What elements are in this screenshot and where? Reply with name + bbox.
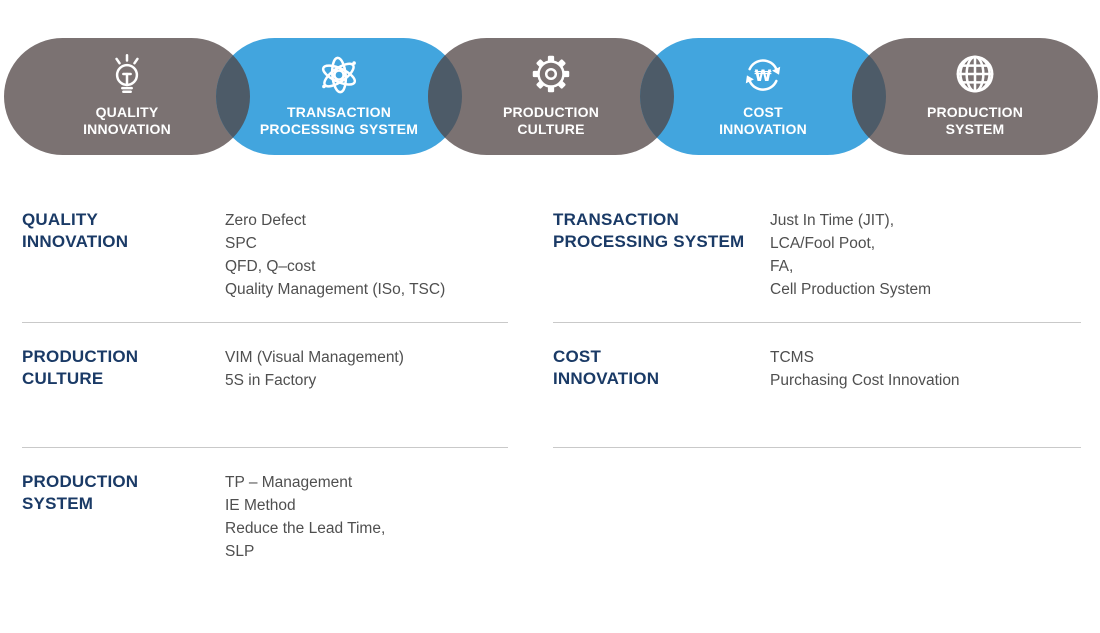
diagram-band [4,38,1098,155]
details-left-column: QUALITY INNOVATION Zero Defect SPC QFD, … [22,209,508,563]
currency-cycle-icon: ₩ [745,59,781,91]
pill-shape-cost-innovation [640,38,886,155]
list-item: IE Method [225,497,296,514]
section-items: TCMS Purchasing Cost Innovation [770,346,1081,447]
section-production-system: PRODUCTION SYSTEM TP – Management IE Met… [22,448,508,563]
lightbulb-icon [115,54,139,93]
section-title: COST INNOVATION [553,347,660,388]
section-transaction-processing-system: TRANSACTION PROCESSING SYSTEM Just In Ti… [553,209,1081,323]
pill-shape-production-system [852,38,1098,155]
won-symbol: ₩ [754,67,771,85]
section-title: PRODUCTION CULTURE [22,347,139,388]
list-item: SPC [225,235,257,252]
pill-quality-innovation: QUALITY INNOVATION [4,38,250,155]
list-item: Quality Management (ISo, TSC) [225,281,446,298]
list-item: Zero Defect [225,212,306,229]
section-title: PRODUCTION SYSTEM [22,472,139,513]
section-cost-innovation: COST INNOVATION TCMS Purchasing Cost Inn… [553,323,1081,448]
list-item: VIM (Visual Management) [225,349,404,366]
list-item: Reduce the Lead Time, [225,520,386,537]
list-item: FA, [770,258,794,275]
pill-cost-innovation: ₩ COST INNOVATION [640,38,886,155]
details-right-column: TRANSACTION PROCESSING SYSTEM Just In Ti… [553,209,1081,448]
section-items: VIM (Visual Management) 5S in Factory [225,346,508,447]
pill-label: PRODUCTION CULTURE [502,104,600,137]
gear-icon [532,55,570,93]
pill-label: TRANSACTION PROCESSING SYSTEM [259,104,419,137]
pill-transaction-processing-system: TRANSACTION PROCESSING SYSTEM [216,38,462,155]
globe-icon [956,55,994,93]
pill-shape-transaction-processing-system [216,38,462,155]
atom-icon [321,56,357,94]
list-item: TP – Management [225,474,353,491]
pill-label: COST INNOVATION [719,104,807,137]
section-items: Just In Time (JIT), LCA/Fool Poot, FA, C… [770,209,1081,322]
section-production-culture: PRODUCTION CULTURE VIM (Visual Managemen… [22,323,508,448]
list-item: Purchasing Cost Innovation [770,372,960,389]
list-item: SLP [225,543,255,560]
pill-shape-quality-innovation [4,38,250,155]
pill-production-culture: PRODUCTION CULTURE [428,38,674,155]
pill-label: PRODUCTION SYSTEM [926,104,1024,137]
list-item: Just In Time (JIT), [770,212,895,229]
section-items: Zero Defect SPC QFD, Q–cost Quality Mana… [225,209,508,322]
pill-label: QUALITY INNOVATION [83,104,171,137]
pill-shape-production-culture [428,38,674,155]
list-item: LCA/Fool Poot, [770,235,876,252]
section-title: QUALITY INNOVATION [22,210,129,251]
section-items: TP – Management IE Method Reduce the Lea… [225,471,508,563]
list-item: 5S in Factory [225,372,317,389]
section-quality-innovation: QUALITY INNOVATION Zero Defect SPC QFD, … [22,209,508,323]
pill-production-system: PRODUCTION SYSTEM [852,38,1098,155]
list-item: TCMS [770,349,814,366]
section-title: TRANSACTION PROCESSING SYSTEM [553,210,745,251]
list-item: QFD, Q–cost [225,258,316,275]
list-item: Cell Production System [770,281,932,298]
